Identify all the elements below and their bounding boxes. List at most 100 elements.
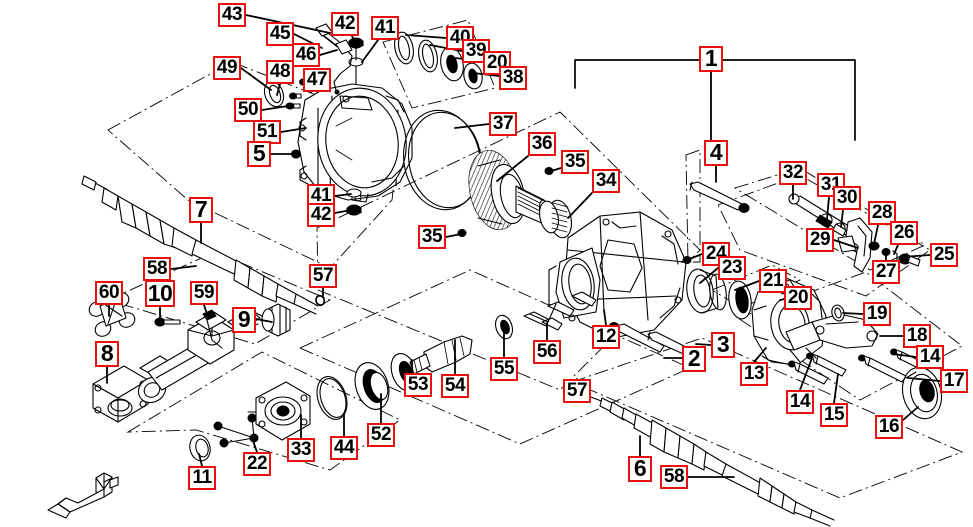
group-outline-top-right-bracket [574,59,856,141]
callout-leader-12 [603,309,607,326]
callout-leader-19 [842,312,864,315]
callout-leader-13 [753,347,767,363]
part-callout-13[interactable]: 13 [740,362,768,386]
part-callout-45[interactable]: 45 [266,22,294,46]
callout-leader-30 [840,209,844,228]
part-callout-1[interactable]: 1 [699,46,723,72]
callout-leader-29 [833,239,859,249]
part-callout-10[interactable]: 10 [145,280,175,307]
part-callout-57[interactable]: 57 [309,264,337,288]
part-callout-57[interactable]: 57 [563,379,591,403]
callout-leader-14 [892,353,917,358]
part-callout-60[interactable]: 60 [95,281,123,305]
group-outline-axle-right [570,337,964,499]
callout-leader-40 [405,34,447,39]
part-callout-16[interactable]: 16 [875,415,903,439]
bearing-ring-stack-21-24 [682,256,752,320]
part-callout-53[interactable]: 53 [404,373,432,397]
part-callout-3[interactable]: 3 [711,332,735,358]
part-callout-49[interactable]: 49 [213,56,241,80]
bearing-11 [189,434,211,462]
ring-gear-differential-36 [468,150,552,230]
part-callout-22[interactable]: 22 [243,452,271,476]
part-callout-46[interactable]: 46 [292,43,320,67]
part-callout-55[interactable]: 55 [490,357,518,381]
part-callout-29[interactable]: 29 [806,228,834,252]
part-callout-20[interactable]: 20 [784,286,812,310]
callout-leader-24 [681,253,703,263]
part-callout-8[interactable]: 8 [95,341,119,367]
part-callout-30[interactable]: 30 [833,186,861,210]
part-callout-42[interactable]: 42 [331,12,359,36]
bolt-4 [689,181,750,213]
part-callout-14[interactable]: 14 [916,345,944,369]
bearing-19 [831,304,845,322]
part-callout-43[interactable]: 43 [218,3,246,27]
callout-leader-23 [699,267,719,284]
part-callout-35[interactable]: 35 [561,150,589,174]
callout-leader-42 [351,35,356,43]
callout-leader-17 [907,377,941,382]
group-outline-rear-bevel [737,271,963,401]
knuckle-arm-18 [785,313,879,351]
part-callout-36[interactable]: 36 [528,132,556,156]
part-callout-9[interactable]: 9 [232,307,256,333]
part-callout-56[interactable]: 56 [533,340,561,364]
part-callout-54[interactable]: 54 [441,374,469,398]
part-callout-50[interactable]: 50 [234,98,262,122]
part-callout-6[interactable]: 6 [628,456,652,482]
part-callout-58[interactable]: 58 [660,465,688,489]
part-callout-4[interactable]: 4 [704,140,728,166]
callout-leader-36 [496,155,529,182]
part-callout-2[interactable]: 2 [682,346,706,372]
part-callout-7[interactable]: 7 [189,197,213,223]
front-differential-housing [297,83,413,203]
part-callout-41[interactable]: 41 [371,16,399,40]
bolts-22 [213,413,259,448]
part-callout-38[interactable]: 38 [499,66,527,90]
part-callout-52[interactable]: 52 [367,423,395,447]
main-gearcase-12 [548,211,687,339]
part-callout-19[interactable]: 19 [863,302,891,326]
part-callout-5[interactable]: 5 [247,141,271,167]
part-callout-26[interactable]: 26 [890,221,918,245]
part-callout-37[interactable]: 37 [489,112,517,136]
part-callout-15[interactable]: 15 [820,403,848,427]
callout-leader-22 [251,437,258,453]
bearing-cover-33 [247,381,311,441]
part-callout-47[interactable]: 47 [303,68,331,92]
part-callout-25[interactable]: 25 [930,243,958,267]
part-callout-11[interactable]: 11 [188,466,216,490]
part-callout-12[interactable]: 12 [592,325,620,349]
callout-leader-25 [901,254,931,258]
callout-leader-46 [319,49,338,56]
callout-leader-14 [799,357,813,391]
fastener-59 [202,309,223,349]
part-callout-27[interactable]: 27 [872,260,900,284]
part-callout-18[interactable]: 18 [903,324,931,348]
part-callout-48[interactable]: 48 [266,60,294,84]
part-callout-35[interactable]: 35 [418,225,446,249]
part-callout-42[interactable]: 42 [307,203,335,227]
callout-leader-42 [334,209,352,214]
group-outline-seal-stack [382,19,496,109]
part-callout-33[interactable]: 33 [287,438,315,462]
callout-leader-37 [454,123,490,129]
part-callout-14[interactable]: 14 [786,390,814,414]
group-outline-front-housing [107,61,401,269]
part-callout-59[interactable]: 59 [190,281,218,305]
part-callout-23[interactable]: 23 [718,256,746,280]
part-callout-17[interactable]: 17 [940,369,968,393]
callout-leader-3 [695,343,712,346]
part-callout-21[interactable]: 21 [759,269,787,293]
callout-leader-59 [203,304,208,315]
boot-9 [261,303,291,337]
callout-leader-9 [255,318,273,323]
propeller-shaft-8 [92,309,267,423]
part-callout-32[interactable]: 32 [779,161,807,185]
part-callout-58[interactable]: 58 [143,257,171,281]
part-callout-20[interactable]: 20 [483,51,511,75]
part-callout-44[interactable]: 44 [330,436,358,460]
part-callout-34[interactable]: 34 [592,169,620,193]
